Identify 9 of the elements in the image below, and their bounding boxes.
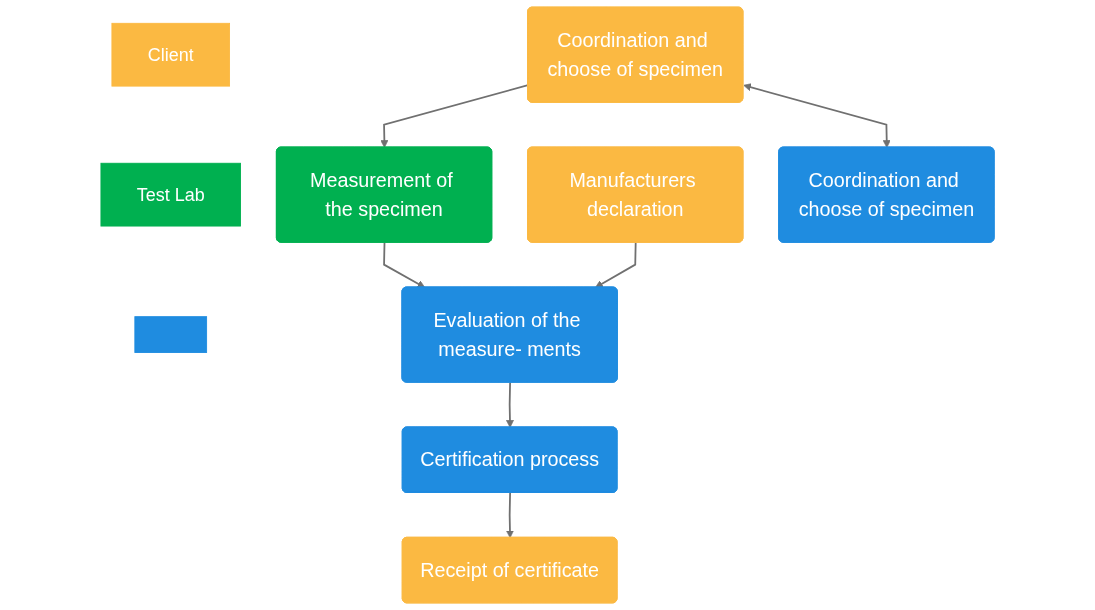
arrow <box>506 381 514 428</box>
node-bar <box>134 316 208 353</box>
arrow <box>383 241 426 288</box>
arrow <box>743 83 891 148</box>
arrow <box>595 241 637 288</box>
arrow <box>380 84 529 148</box>
node-box: Client <box>111 22 230 87</box>
node-box: Test Lab <box>100 162 241 227</box>
arrow <box>506 492 514 539</box>
